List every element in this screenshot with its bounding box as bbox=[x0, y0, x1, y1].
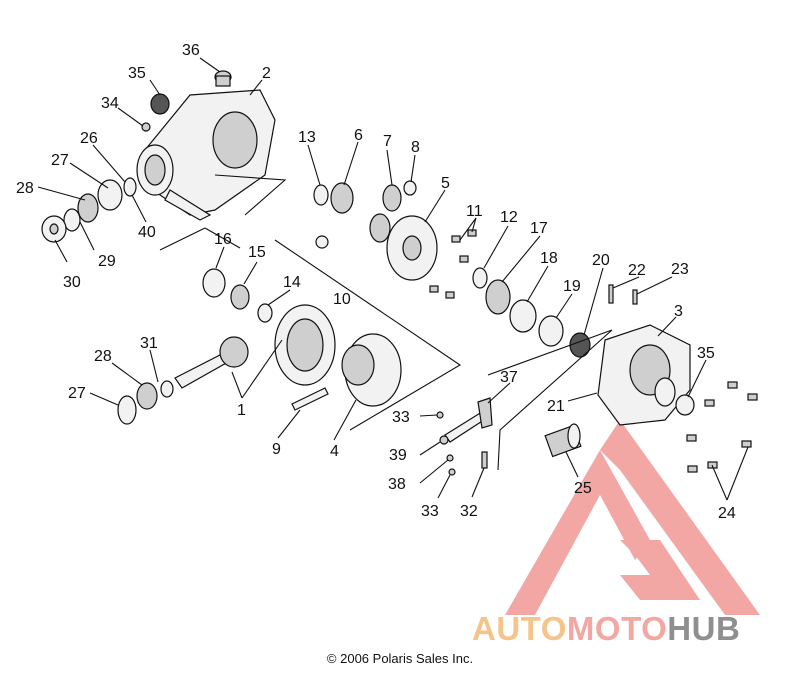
seal-35-right-part bbox=[675, 394, 695, 416]
watermark-wordmark: AUTOMOTOHUB bbox=[472, 610, 740, 648]
callout-15: 15 bbox=[248, 244, 266, 261]
callout-33-lower: 33 bbox=[421, 503, 439, 520]
actuator-part bbox=[544, 423, 582, 458]
bolts-11-part bbox=[429, 229, 477, 299]
shift-fork-part bbox=[444, 397, 493, 443]
callout-13: 13 bbox=[298, 129, 316, 146]
callout-14: 14 bbox=[283, 274, 301, 291]
callout-10: 10 bbox=[333, 291, 351, 308]
callout-34: 34 bbox=[101, 95, 119, 112]
callout-9: 9 bbox=[272, 441, 281, 458]
gear-stack-center bbox=[313, 180, 438, 281]
vent-cap-part bbox=[214, 70, 232, 87]
watermark-logo-icon bbox=[505, 420, 760, 615]
callout-37: 37 bbox=[500, 369, 518, 386]
callout-19: 19 bbox=[563, 278, 581, 295]
callout-labels: 36 35 2 34 26 27 28 29 30 40 13 6 7 8 5 … bbox=[16, 42, 736, 522]
callout-8: 8 bbox=[411, 139, 420, 156]
callout-27-lower: 27 bbox=[68, 385, 86, 402]
callout-17: 17 bbox=[530, 220, 548, 237]
bearing-stack-left bbox=[41, 177, 137, 243]
callout-1: 1 bbox=[237, 402, 246, 419]
callout-32: 32 bbox=[460, 503, 478, 520]
bearing-15-part bbox=[230, 284, 250, 310]
callout-3: 3 bbox=[674, 303, 683, 320]
copyright-text: © 2006 Polaris Sales Inc. bbox=[326, 651, 474, 666]
callout-4: 4 bbox=[330, 443, 339, 460]
watermark-hub: HUB bbox=[667, 610, 741, 647]
callout-7: 7 bbox=[383, 133, 392, 150]
bearing-stack-right bbox=[472, 267, 591, 358]
callout-2: 2 bbox=[262, 65, 271, 82]
front-housing-part bbox=[136, 89, 276, 221]
bolts-24-part bbox=[686, 381, 758, 473]
callout-39: 39 bbox=[389, 447, 407, 464]
pin-9-part bbox=[291, 387, 329, 411]
callout-24: 24 bbox=[718, 505, 736, 522]
ring-gear-part bbox=[274, 304, 336, 386]
callout-25: 25 bbox=[574, 480, 592, 497]
callout-36: 36 bbox=[182, 42, 200, 59]
callout-28: 28 bbox=[16, 180, 34, 197]
callout-29: 29 bbox=[98, 253, 116, 270]
oring-14-part bbox=[257, 303, 273, 323]
bolt-34-part bbox=[141, 122, 151, 132]
race-16-part bbox=[202, 268, 226, 298]
callout-5: 5 bbox=[441, 175, 450, 192]
callout-40: 40 bbox=[138, 224, 156, 241]
callout-11: 11 bbox=[466, 203, 483, 220]
callout-22: 22 bbox=[628, 262, 646, 279]
small-fasteners-part bbox=[436, 411, 488, 476]
callout-38: 38 bbox=[388, 476, 406, 493]
watermark-moto: MOTO bbox=[566, 610, 668, 647]
pinion-shaft-part bbox=[174, 336, 249, 389]
callout-12: 12 bbox=[500, 209, 518, 226]
leader-lines bbox=[37, 57, 749, 501]
callout-26: 26 bbox=[80, 130, 98, 147]
callout-27: 27 bbox=[51, 152, 69, 169]
callout-16: 16 bbox=[214, 231, 232, 248]
seal-35-part bbox=[150, 93, 170, 115]
callout-23: 23 bbox=[671, 261, 689, 278]
rear-housing-part bbox=[597, 324, 691, 426]
watermark-auto: AUTO bbox=[472, 610, 567, 647]
diff-case-part bbox=[341, 333, 402, 407]
callout-28-lower: 28 bbox=[94, 348, 112, 365]
callout-21: 21 bbox=[547, 398, 565, 415]
pins-22-23-part bbox=[608, 284, 638, 305]
callout-20: 20 bbox=[592, 252, 610, 269]
pinion-bearings-left bbox=[117, 380, 174, 425]
callout-6: 6 bbox=[354, 127, 363, 144]
callout-18: 18 bbox=[540, 250, 558, 267]
callout-31: 31 bbox=[140, 335, 158, 352]
callout-30: 30 bbox=[63, 274, 81, 291]
callout-35-right: 35 bbox=[697, 345, 715, 362]
callout-33: 33 bbox=[392, 409, 410, 426]
callout-35: 35 bbox=[128, 65, 146, 82]
